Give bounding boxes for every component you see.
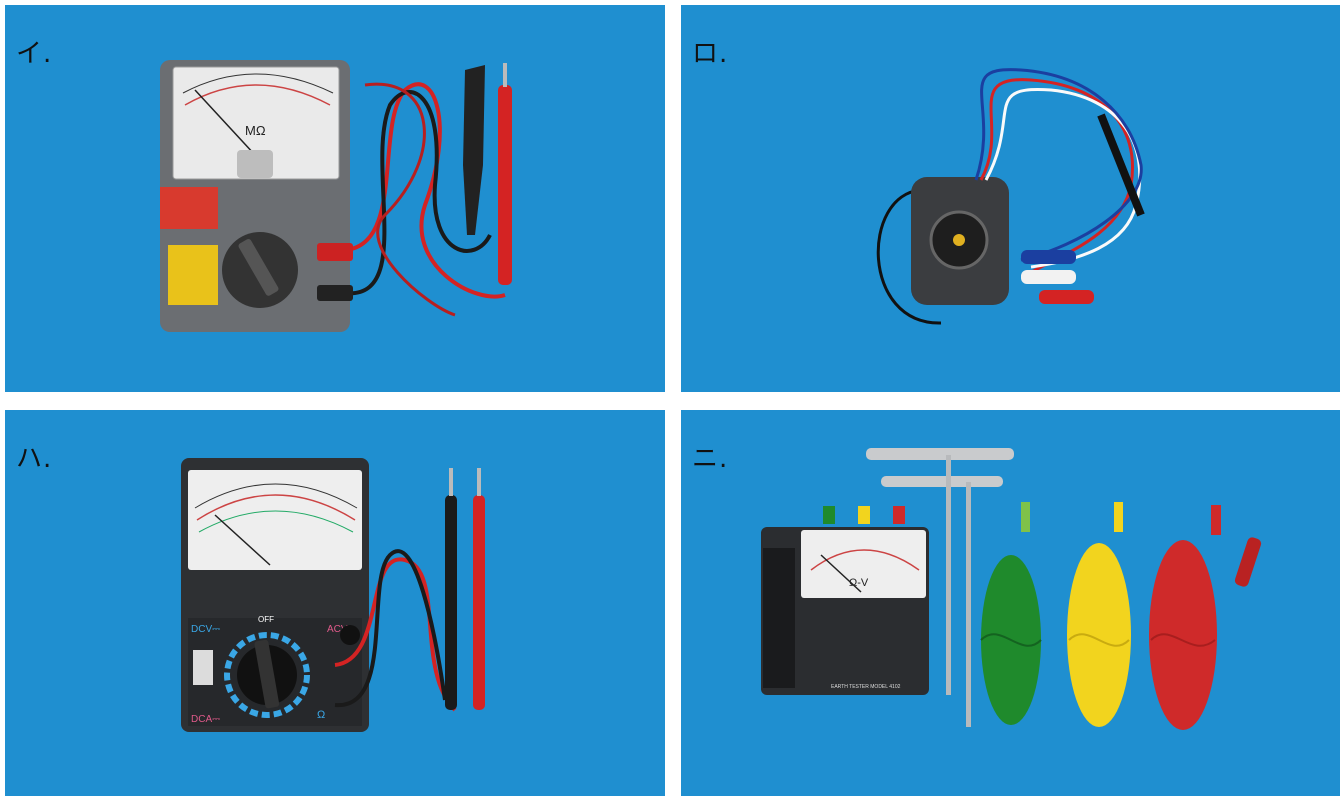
red-handle bbox=[1234, 537, 1262, 587]
green-coil-detail bbox=[980, 633, 1042, 647]
meter-unit-label: Ω-V bbox=[849, 577, 869, 589]
panel-label: イ. bbox=[16, 39, 53, 69]
meter-needle bbox=[214, 514, 271, 566]
black-probe bbox=[445, 495, 457, 710]
ohm-label: Ω bbox=[317, 709, 325, 721]
red-terminal bbox=[893, 506, 905, 524]
scale-red bbox=[196, 494, 356, 521]
red-lead-loop bbox=[364, 82, 456, 317]
meter-scale-black bbox=[182, 73, 334, 94]
off-label: OFF bbox=[258, 615, 274, 624]
knob-pointer bbox=[254, 639, 280, 709]
fuse-window bbox=[193, 650, 213, 685]
blue-wire bbox=[974, 68, 1143, 262]
zero-ohm-knob bbox=[340, 625, 360, 645]
ground-spike-1 bbox=[946, 455, 951, 695]
disc-indicator bbox=[953, 234, 965, 246]
red-connector bbox=[1211, 505, 1221, 535]
black-lead bbox=[344, 90, 492, 296]
red-coil-detail bbox=[1150, 633, 1216, 647]
knob-pointer bbox=[238, 239, 279, 296]
probe-tip bbox=[503, 63, 507, 87]
meter-needle bbox=[820, 554, 862, 593]
meter-needle bbox=[194, 89, 256, 156]
acv-label: ACV~ bbox=[327, 624, 354, 635]
ground-spike-handle-1 bbox=[866, 448, 1014, 460]
yellow-wire-coil bbox=[1067, 543, 1131, 727]
red-plug bbox=[317, 243, 353, 261]
panel-multimeter: ハ. DCV⎓ ACV~ DCA⎓ Ω OFF bbox=[5, 410, 665, 796]
panel-label: ロ. bbox=[692, 39, 729, 69]
meter-face bbox=[188, 470, 362, 570]
red-probe bbox=[473, 495, 485, 710]
alligator-clip bbox=[463, 65, 485, 235]
insulation-tester-photo: MΩ bbox=[160, 60, 512, 332]
white-clip bbox=[1021, 270, 1076, 284]
black-lead bbox=[334, 549, 447, 708]
button-column bbox=[763, 548, 795, 688]
ground-spike-handle-2 bbox=[881, 476, 1003, 487]
red-clip bbox=[1039, 290, 1094, 304]
test-button bbox=[160, 187, 218, 229]
dcv-label: DCV⎓ bbox=[191, 624, 220, 635]
ground-spike-2 bbox=[966, 482, 971, 727]
yellow-coil-detail bbox=[1068, 633, 1130, 647]
yellow-terminal bbox=[858, 506, 870, 524]
test-probe bbox=[498, 85, 512, 285]
red-wire-coil bbox=[1149, 540, 1217, 730]
green-connector bbox=[1021, 502, 1030, 532]
blue-clip bbox=[1021, 250, 1076, 264]
scale-green bbox=[198, 510, 354, 533]
panel-phase-tester: ロ. bbox=[681, 5, 1340, 392]
meter-face bbox=[801, 530, 926, 598]
panel-label: ハ. bbox=[16, 444, 53, 474]
black-clip bbox=[1097, 113, 1145, 217]
meter-unit-label: MΩ bbox=[245, 123, 266, 138]
black-probe-tip bbox=[449, 468, 453, 496]
phase-tester-photo bbox=[876, 68, 1145, 325]
white-wire bbox=[984, 87, 1142, 269]
range-label-plate bbox=[168, 245, 218, 305]
panel-label: ニ. bbox=[692, 444, 729, 474]
red-probe-tip bbox=[477, 468, 481, 496]
multimeter-photo: DCV⎓ ACV~ DCA⎓ Ω OFF bbox=[181, 458, 485, 732]
zero-adjust bbox=[237, 150, 273, 178]
black-plug bbox=[317, 285, 353, 301]
earth-tester-photo: Ω-V EARTH TESTER MODEL 4102 bbox=[761, 448, 1262, 730]
dca-label: DCA⎓ bbox=[191, 714, 220, 725]
green-terminal bbox=[823, 506, 835, 524]
red-lead bbox=[334, 557, 457, 712]
panel-earth-tester: ニ. Ω-V EARTH TESTER MODEL 4102 bbox=[681, 410, 1340, 796]
panel-insulation-tester: イ. MΩ bbox=[5, 5, 665, 392]
model-label: EARTH TESTER MODEL 4102 bbox=[831, 684, 901, 690]
yellow-connector bbox=[1114, 502, 1123, 532]
red-lead bbox=[344, 82, 506, 299]
range-ring bbox=[224, 632, 310, 718]
meter-face bbox=[172, 66, 340, 180]
scale-black bbox=[194, 483, 358, 509]
scale-red bbox=[810, 549, 920, 571]
wrist-strap bbox=[876, 188, 942, 325]
